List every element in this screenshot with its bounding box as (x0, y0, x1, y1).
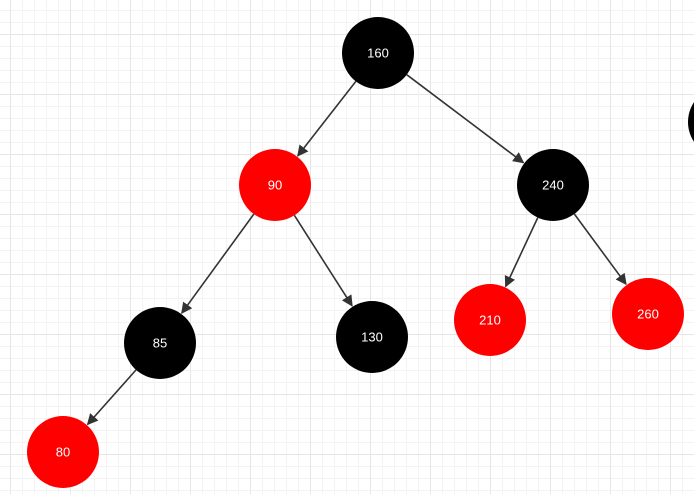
tree-edges (86, 74, 627, 426)
offscreen-node (688, 102, 694, 142)
node-label: 80 (56, 444, 70, 459)
node-label: 160 (367, 45, 389, 60)
node-label: 85 (153, 335, 167, 350)
node-label: 90 (268, 177, 282, 192)
edge-160-to-240 (406, 74, 525, 164)
node-circle (336, 301, 408, 373)
edge-160-to-90 (297, 80, 357, 157)
node-circle (612, 278, 684, 350)
tree-node-260: 260 (612, 278, 684, 350)
edge-240-to-260 (573, 213, 627, 286)
node-circle (517, 149, 589, 221)
node-label: 260 (637, 306, 659, 321)
tree-node-240: 240 (517, 149, 589, 221)
node-circle (27, 416, 99, 488)
node-circle (454, 284, 526, 356)
tree-node-130: 130 (336, 301, 408, 373)
edge-90-to-85 (181, 213, 255, 314)
node-circle (342, 17, 414, 89)
tree-node-160: 160 (342, 17, 414, 89)
node-label: 130 (361, 329, 383, 344)
tree-node-210: 210 (454, 284, 526, 356)
node-circle (239, 149, 311, 221)
node-label: 210 (479, 312, 501, 327)
edge-240-to-210 (504, 217, 539, 288)
tree-node-80: 80 (27, 416, 99, 488)
node-circle (124, 307, 196, 379)
tree-nodes: 160 90 240 85 130 210 260 80 (27, 17, 694, 488)
edge-90-to-130 (293, 214, 353, 307)
tree-node-90: 90 (239, 149, 311, 221)
node-circle (688, 102, 694, 142)
edge-85-to-80 (86, 369, 137, 426)
tree-node-85: 85 (124, 307, 196, 379)
node-label: 240 (542, 177, 564, 192)
